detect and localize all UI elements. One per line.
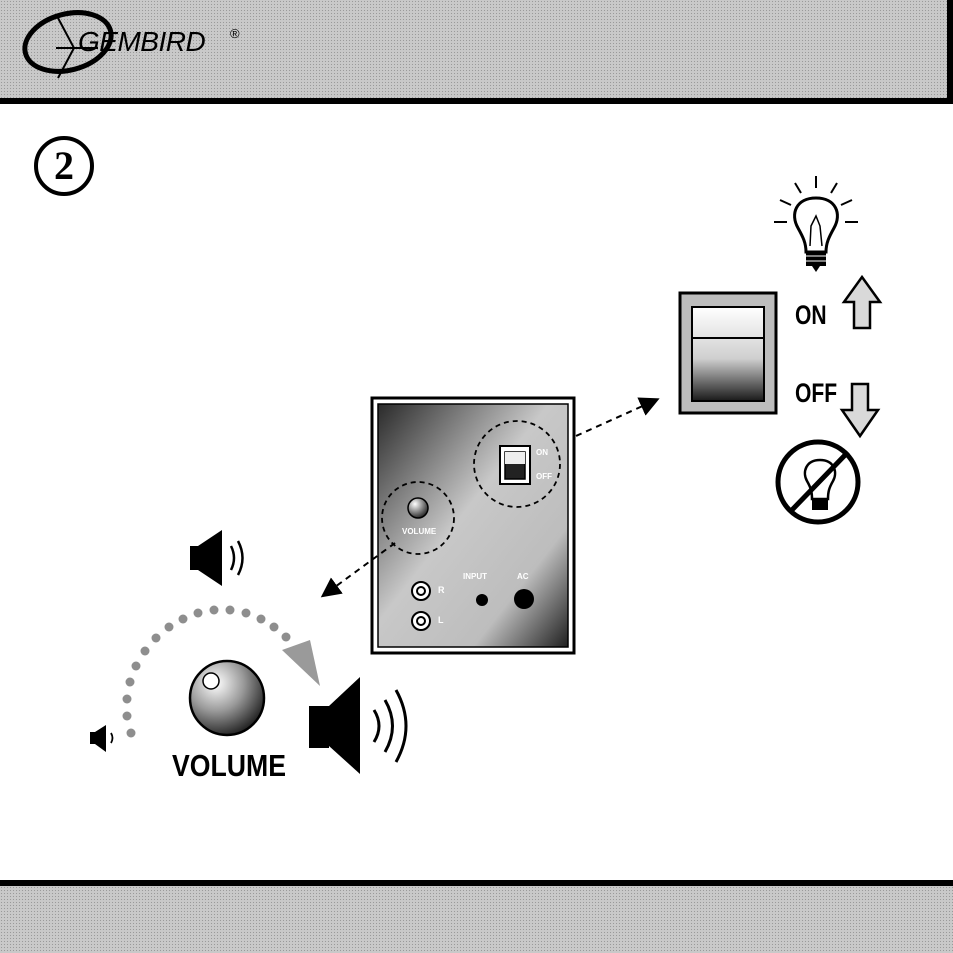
panel-input-label: INPUT bbox=[463, 572, 487, 581]
light-bulb-off-icon bbox=[778, 442, 858, 522]
panel-switch-off-label: OFF bbox=[536, 472, 552, 481]
speaker-low-icon bbox=[90, 725, 113, 752]
rocker-switch-icon bbox=[680, 293, 776, 413]
arrow-down-icon bbox=[842, 384, 878, 436]
logo-registered-mark: ® bbox=[230, 26, 240, 41]
off-label: OFF bbox=[795, 378, 837, 409]
volume-label: VOLUME bbox=[172, 748, 286, 784]
arrow-up-icon bbox=[844, 277, 880, 328]
speaker-medium-icon bbox=[190, 530, 243, 586]
panel-ac-label: AC bbox=[517, 572, 529, 581]
back-panel bbox=[372, 398, 574, 653]
panel-l-label: L bbox=[438, 615, 444, 625]
panel-r-label: R bbox=[438, 585, 445, 595]
on-label: ON bbox=[795, 300, 827, 331]
panel-switch-on-label: ON bbox=[536, 448, 548, 457]
volume-knob-icon bbox=[190, 661, 264, 735]
logo-text: GEMBIRD bbox=[78, 26, 205, 58]
step-number: 2 bbox=[34, 136, 94, 196]
panel-volume-label: VOLUME bbox=[402, 527, 436, 536]
speaker-loud-icon bbox=[309, 677, 406, 774]
light-bulb-on-icon bbox=[774, 176, 858, 272]
